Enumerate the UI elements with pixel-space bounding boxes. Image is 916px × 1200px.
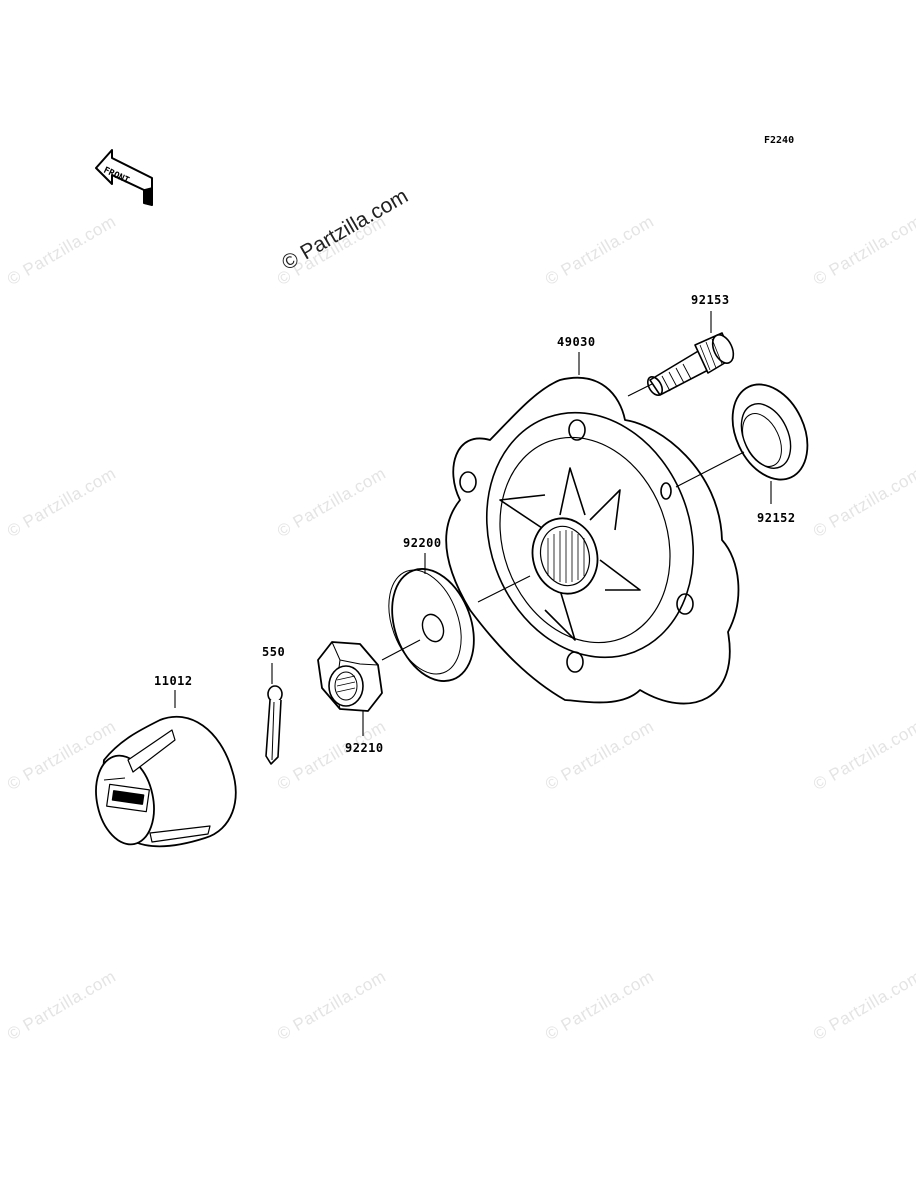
figure-code: F2240 <box>764 135 795 146</box>
hub-icon <box>445 377 740 705</box>
assembly-line <box>675 451 745 488</box>
hub-bolt-icon <box>646 332 735 396</box>
assembly-line <box>477 575 531 603</box>
part-number-11012[interactable]: 11012 <box>154 674 193 688</box>
assembly-line <box>381 639 421 661</box>
front-arrow-icon: FRONT <box>95 149 153 206</box>
part-number-49030[interactable]: 49030 <box>557 335 596 349</box>
oil-seal-icon <box>731 383 809 481</box>
part-number-92200[interactable]: 92200 <box>403 536 442 550</box>
part-number-550[interactable]: 550 <box>262 645 286 659</box>
nut-icon <box>317 641 383 712</box>
part-number-92210[interactable]: 92210 <box>345 741 384 755</box>
assembly-line <box>627 383 653 397</box>
washer-icon <box>388 568 475 682</box>
cotter-pin-icon <box>265 685 283 765</box>
hub-cap-icon <box>95 715 237 848</box>
part-number-92153[interactable]: 92153 <box>691 293 730 307</box>
part-number-92152[interactable]: 92152 <box>757 511 796 525</box>
